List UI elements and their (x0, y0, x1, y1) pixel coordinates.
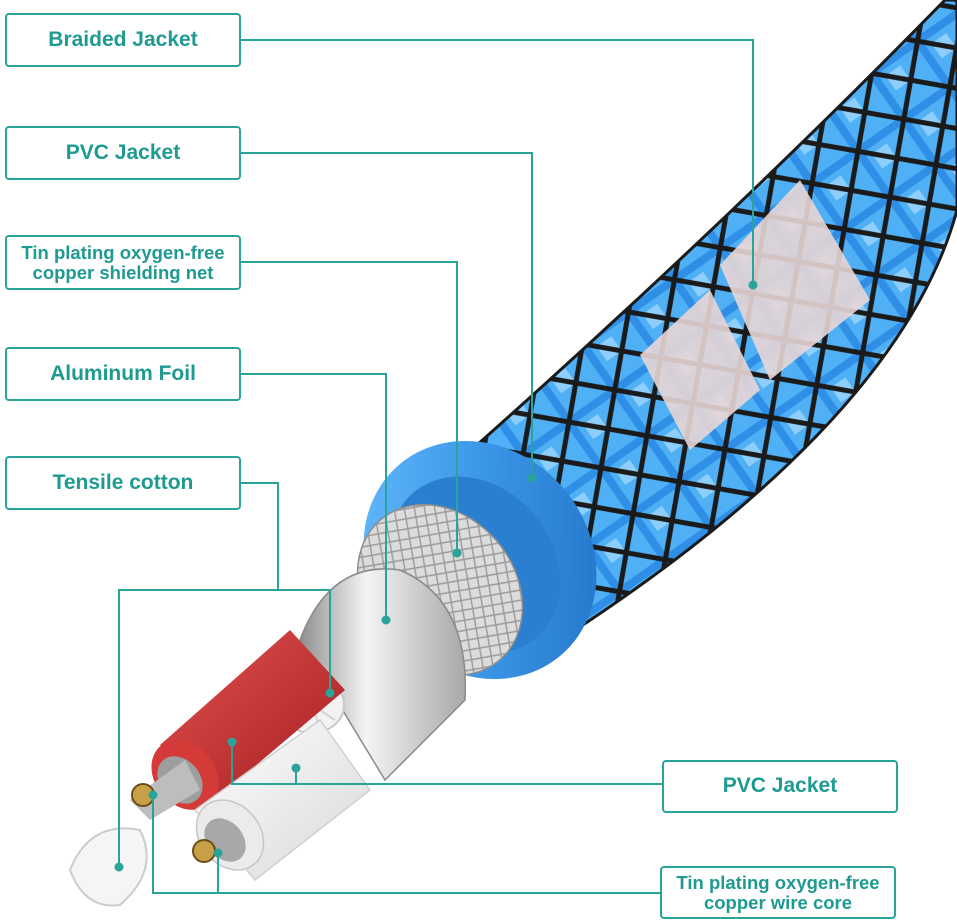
label-pvc-jacket-outer: PVC Jacket (5, 126, 241, 180)
label-wire-core: Tin plating oxygen-free copper wire core (660, 866, 896, 919)
label-braided-jacket: Braided Jacket (5, 13, 241, 67)
leader-braided-jacket (241, 39, 754, 285)
leader-tensile-cotton-b (278, 589, 331, 693)
aluminum-foil-shape (299, 568, 467, 782)
leader-aluminum-foil (241, 373, 387, 620)
leader-shielding-net (241, 261, 458, 553)
label-aluminum-foil: Aluminum Foil (5, 347, 241, 401)
label-tensile-cotton: Tensile cotton (5, 456, 241, 510)
label-pvc-jacket-inner-text: PVC Jacket (722, 774, 838, 798)
copper-core-shape (131, 783, 216, 863)
leader-pvc-jacket-outer (241, 152, 533, 478)
label-shielding-net: Tin plating oxygen-free copper shielding… (5, 235, 241, 290)
label-braided-jacket-text: Braided Jacket (48, 27, 198, 51)
label-pvc-jacket-inner: PVC Jacket (662, 760, 898, 813)
stranded-core-shape (68, 827, 148, 907)
label-wire-core-line1: Tin plating oxygen-free (676, 872, 880, 894)
label-pvc-jacket-outer-text: PVC Jacket (65, 140, 181, 164)
leader-pvc-jacket-inner (231, 742, 662, 785)
leader-wire-core (152, 795, 660, 894)
label-shielding-net-line2: copper shielding net (32, 261, 214, 283)
leader-lines (118, 39, 754, 894)
leader-dots (114, 280, 758, 872)
label-shielding-net-line1: Tin plating oxygen-free (21, 242, 225, 264)
label-wire-core-line2: copper wire core (703, 891, 853, 913)
label-aluminum-foil-text: Aluminum Foil (50, 361, 196, 385)
label-tensile-cotton-text: Tensile cotton (52, 470, 194, 494)
